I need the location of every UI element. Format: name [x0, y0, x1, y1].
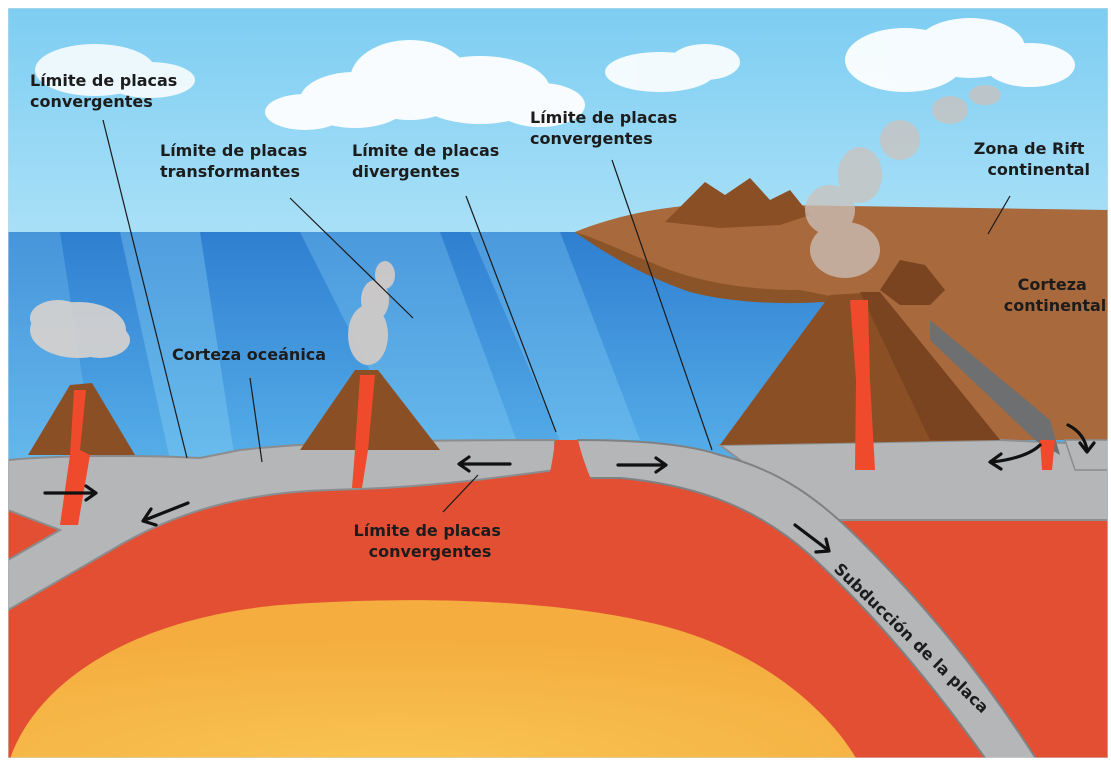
light-shaft — [120, 232, 235, 460]
cloud — [35, 44, 195, 98]
label-convergent-top-mid: Límite de placas convergentes — [530, 108, 683, 148]
arrow-left-icon — [457, 455, 512, 473]
smoke-plume — [805, 85, 1001, 278]
curved-arrow-icon — [1066, 423, 1096, 454]
arrow-down-right-icon — [793, 523, 831, 554]
core — [10, 600, 856, 758]
oceanic-crust-right — [574, 438, 1037, 758]
cloud — [845, 18, 1075, 92]
arrow-left-icon — [141, 501, 190, 527]
arrow-right-icon — [43, 484, 98, 502]
label-divergent: Límite de placas divergentes — [352, 141, 505, 181]
cloud — [605, 44, 740, 92]
lava-left — [60, 390, 90, 525]
label-convergent-bottom: Límite de placas convergentes — [354, 521, 507, 561]
lava-right — [850, 300, 875, 470]
arrow-right-icon — [616, 456, 668, 474]
volcano-right-shade — [860, 292, 1000, 440]
lava-conduit — [1040, 440, 1055, 470]
rift-slab — [930, 320, 1060, 455]
cloud — [265, 40, 585, 130]
mountain-range — [880, 260, 945, 305]
lava-middle — [352, 375, 375, 488]
rift-crust — [1063, 439, 1108, 471]
label-rift: Zona de Rift continental — [974, 139, 1090, 179]
label-oceanic-crust: Corteza oceánica — [172, 345, 326, 364]
leader-lines — [102, 119, 1011, 513]
label-transform: Límite de placas transformantes — [160, 141, 313, 181]
smoke-plume — [30, 300, 130, 358]
label-convergent-top-left: Límite de placas convergentes — [30, 71, 183, 111]
mountain-range — [665, 178, 810, 228]
curved-arrow-icon — [988, 443, 1042, 471]
light-shaft — [300, 232, 520, 450]
ridge-magma — [530, 440, 610, 520]
continent-shore — [575, 232, 850, 304]
smoke-plume — [348, 261, 395, 365]
label-continental-crust: Corteza continental — [1004, 275, 1107, 315]
light-shaft — [470, 232, 640, 440]
